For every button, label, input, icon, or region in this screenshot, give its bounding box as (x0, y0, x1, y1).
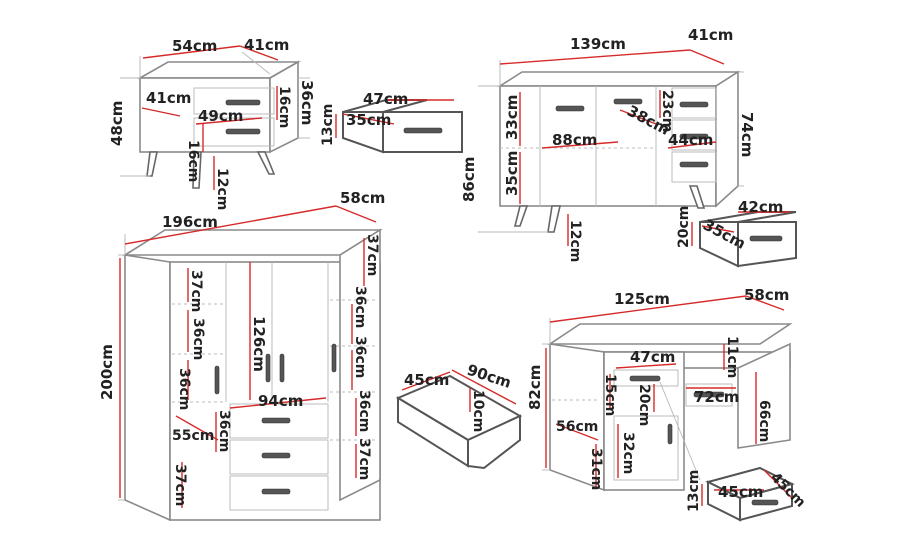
nightstand-width-label: 54cm (172, 37, 217, 55)
wardrobe-width-label: 196cm (162, 213, 218, 231)
sideboard-drawer-front-label: 23cm (659, 90, 675, 132)
sideboard-drawer-width-label: 42cm (738, 198, 783, 216)
wardrobe-inner-depth-label: 55cm (172, 428, 214, 444)
wardrobe-drawer-depth-label: 90cm (465, 361, 514, 392)
wardrobe-height-label: 200cm (98, 344, 116, 400)
desk-drawer-inner-label: 20cm (636, 384, 652, 426)
wardrobe-left-shelf-3-label: 36cm (176, 368, 192, 410)
wardrobe-right-top-label: 37cm (364, 234, 380, 276)
nightstand-body-height-label: 36cm (298, 80, 316, 125)
desk-top-gap-label: 11cm (724, 336, 740, 378)
nightstand-inner-depth-label: 41cm (146, 89, 191, 107)
nightstand-bottom-drawer-label: 16cm (185, 140, 201, 182)
desk-depth-label: 58cm (744, 286, 789, 304)
nightstand-drawing (120, 45, 310, 190)
sideboard-shelf-top-label: 33cm (503, 95, 521, 140)
wardrobe-depth-label: 58cm (340, 189, 385, 207)
sideboard-width-label: 139cm (570, 35, 626, 53)
sideboard-drawer-height-label: 20cm (676, 206, 692, 248)
wardrobe-right-shelf-4-label: 37cm (356, 438, 372, 480)
desk-bottom-shelf-label: 31cm (588, 448, 604, 490)
wardrobe-drawer-width-label: 45cm (404, 371, 449, 389)
desk-knee-height-label: 66cm (756, 400, 772, 442)
nightstand-leg-height-label: 12cm (214, 168, 230, 210)
nightstand-depth-label: 41cm (244, 36, 289, 54)
desk-drawer-width-label: 45cm (718, 483, 763, 501)
wardrobe-right-shelf-3-label: 36cm (356, 390, 372, 432)
nightstand-top-drawer-label: 16cm (276, 86, 292, 128)
sideboard-inner-width-label: 88cm (552, 131, 597, 149)
desk-height-label: 82cm (526, 365, 544, 410)
desk-width-label: 125cm (614, 290, 670, 308)
desk-knee-width-label: 72cm (694, 388, 739, 406)
wardrobe-left-shelf-1-label: 37cm (188, 270, 204, 312)
desk-cabinet-inner-label: 32cm (620, 432, 636, 474)
wardrobe-left-shelf-2-label: 36cm (190, 318, 206, 360)
wardrobe-left-shelf-5-label: 37cm (172, 464, 188, 506)
wardrobe-drawer-drawing (395, 369, 523, 470)
desk-drawing (542, 295, 793, 492)
desk-side-depth-label: 56cm (556, 419, 598, 435)
sideboard-leg-height-label: 12cm (567, 220, 583, 262)
sideboard-depth-label: 41cm (688, 26, 733, 44)
nightstand-drawer-drawing (335, 99, 463, 154)
sideboard-drawer-drawing (691, 211, 797, 268)
desk-drawer-drawing (701, 466, 795, 522)
sideboard-body-height-label: 74cm (738, 112, 756, 157)
sideboard-drawer-inner-width-label: 44cm (668, 131, 713, 149)
wardrobe-drawer-height-label: 10cm (470, 390, 486, 432)
wardrobe-right-shelf-2-label: 36cm (352, 336, 368, 378)
wardrobe-right-shelf-1-label: 36cm (352, 286, 368, 328)
wardrobe-left-shelf-4-label: 36cm (216, 410, 232, 452)
nightstand-drawer-depth-label: 35cm (346, 111, 391, 129)
sideboard-shelf-bottom-label: 35cm (503, 151, 521, 196)
nightstand-drawer-width-label: 47cm (363, 90, 408, 108)
desk-drawer-inner-width-label: 47cm (630, 348, 675, 366)
sideboard-drawing (478, 49, 744, 246)
nightstand-height-label: 48cm (108, 101, 126, 146)
wardrobe-hanging-height-label: 126cm (250, 316, 268, 372)
wardrobe-drawing (118, 205, 383, 522)
wardrobe-inner-width-label: 94cm (258, 392, 303, 410)
desk-drawer-height-label: 13cm (686, 470, 702, 512)
desk-drawer-front-label: 15cm (602, 374, 618, 416)
sideboard-height-label: 86cm (460, 157, 478, 202)
nightstand-inner-width-label: 49cm (198, 107, 243, 125)
nightstand-drawer-height-label: 13cm (320, 104, 336, 146)
